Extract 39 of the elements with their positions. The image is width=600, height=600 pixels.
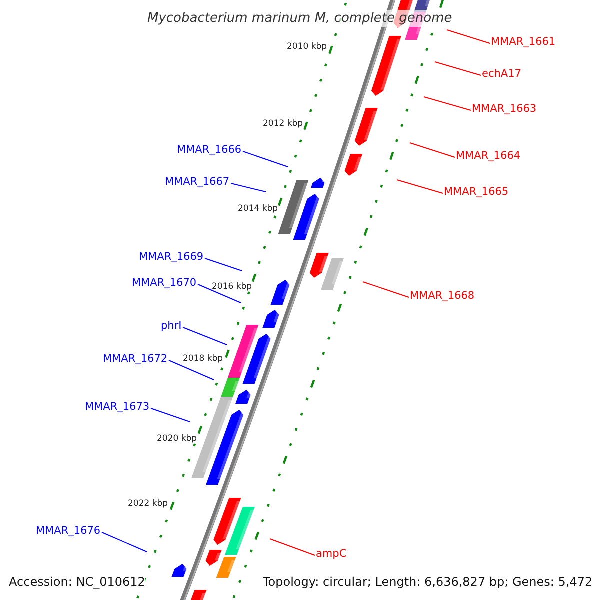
gene-label: echA17 [482,69,522,80]
genome-info-text: Topology: circular; Length: 6,636,827 bp; Genes: 5,472 [263,575,593,589]
gene-label: MMAR_1661 [491,37,556,48]
gene-label: MMAR_1669 [139,252,204,262]
leader-line [270,538,316,556]
gene-label: MMAR_1663 [472,104,537,114]
leader-line [410,142,456,158]
gene-label: ampC [316,549,347,560]
leader-line [168,360,214,380]
gene-label: MMAR_1668 [410,291,475,302]
leader-line [434,62,482,76]
gene-label: MMAR_1670 [132,278,197,288]
leader-line [204,258,242,272]
scale-label: 2016 kbp [212,283,252,292]
leader-line [198,284,242,304]
scale-label: 2022 kbp [128,500,168,508]
leader-line [182,327,228,346]
gene-label: MMAR_1673 [85,402,150,412]
scale-label: 2012 kbp [263,120,304,128]
scale-label: 2010 kbp [287,43,328,52]
gene-label: MMAR_1665 [444,187,509,198]
leader-line [424,96,472,111]
leader-line [362,282,410,298]
gene-label: phrI [161,321,182,332]
scale-label: 2020 kbp [157,435,198,444]
scale-label: 2014 kbp [238,205,278,214]
gene-label: MMAR_1672 [103,354,168,364]
scale-label: 2018 kbp [183,355,224,364]
gene-label: MMAR_1667 [165,177,230,188]
accession-text: Accession: NC_010612 [9,575,146,589]
leader-line [446,30,490,44]
leader-line [396,180,444,194]
leader-line [102,532,148,552]
gene-label: MMAR_1666 [177,145,242,156]
leader-line [230,183,266,192]
leader-line [150,408,190,422]
gene-label: MMAR_1664 [456,151,521,162]
gene-label: MMAR_1676 [36,526,101,536]
leader-line [242,151,288,168]
